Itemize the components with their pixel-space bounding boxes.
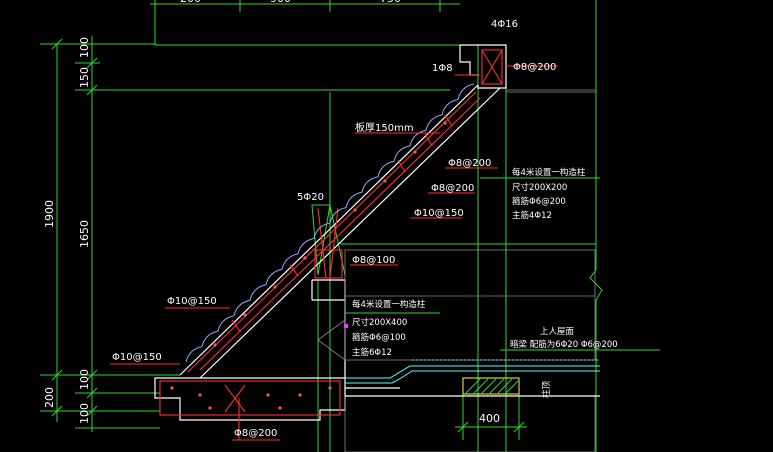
dimension-lines bbox=[40, 0, 660, 452]
label-4phi16: 4Φ16 bbox=[491, 19, 518, 30]
dim-top-900: 900 bbox=[270, 0, 291, 5]
foundation-top: 上人屋面 bbox=[540, 327, 575, 337]
label-leaders bbox=[110, 65, 558, 441]
col1-size: 尺寸200X200 bbox=[512, 182, 567, 193]
dim-left-150: 150 bbox=[78, 67, 91, 88]
dim-top-200: 200 bbox=[180, 0, 201, 5]
roof-tile-layer bbox=[185, 83, 475, 363]
col1-main: 主筋4Φ12 bbox=[512, 210, 552, 221]
label-phi10-150-low: Φ10@150 bbox=[112, 352, 162, 363]
rebar-lines bbox=[159, 49, 503, 416]
marker-point bbox=[344, 324, 348, 328]
label-slab-thickness: 板厚150mm bbox=[355, 121, 414, 134]
label-phi8-200-bottom: Φ8@200 bbox=[234, 428, 277, 439]
label-5phi20: 5Φ20 bbox=[297, 192, 324, 203]
dim-left-200: 200 bbox=[43, 387, 56, 408]
hidden-beam-block bbox=[462, 377, 520, 395]
col2-size: 尺寸200X400 bbox=[352, 317, 407, 328]
dim-left-100-top: 100 bbox=[78, 37, 91, 58]
dim-bottom-400: 400 bbox=[479, 412, 500, 425]
foundation-main: 暗梁 配筋为6Φ20 Φ6@200 bbox=[510, 339, 618, 350]
label-phi10-150-mid: Φ10@150 bbox=[414, 208, 464, 219]
label-1phi8: 1Φ8 bbox=[432, 63, 453, 74]
col2-title: 每4米设置一构造柱 bbox=[352, 299, 426, 310]
col1-stirrup: 箍筋Φ6@200 bbox=[512, 196, 566, 207]
dim-left-1900: 1900 bbox=[43, 200, 56, 228]
dim-left-100-a: 100 bbox=[78, 369, 91, 390]
label-phi8-200-mid1: Φ8@200 bbox=[448, 158, 491, 169]
dim-top-750: 750 bbox=[380, 0, 401, 5]
labels: 200 900 750 100 150 1900 1650 200 100 10… bbox=[43, 0, 618, 439]
label-phi8-100: Φ8@100 bbox=[352, 255, 395, 266]
floor-slab bbox=[345, 359, 600, 397]
background-structure bbox=[317, 89, 596, 452]
vertical-note: 柱顶 bbox=[541, 380, 552, 398]
label-phi8-200-top: Φ8@200 bbox=[513, 62, 556, 73]
col1-title: 每4米设置一构造柱 bbox=[512, 167, 586, 178]
label-phi10-150-left: Φ10@150 bbox=[167, 296, 217, 307]
col2-stirrup: 箍筋Φ6@100 bbox=[352, 332, 406, 343]
label-phi8-200-mid2: Φ8@200 bbox=[431, 183, 474, 194]
dim-left-1650: 1650 bbox=[78, 220, 91, 248]
dim-left-100-b: 100 bbox=[78, 403, 91, 424]
col2-main: 主筋6Φ12 bbox=[352, 347, 392, 358]
